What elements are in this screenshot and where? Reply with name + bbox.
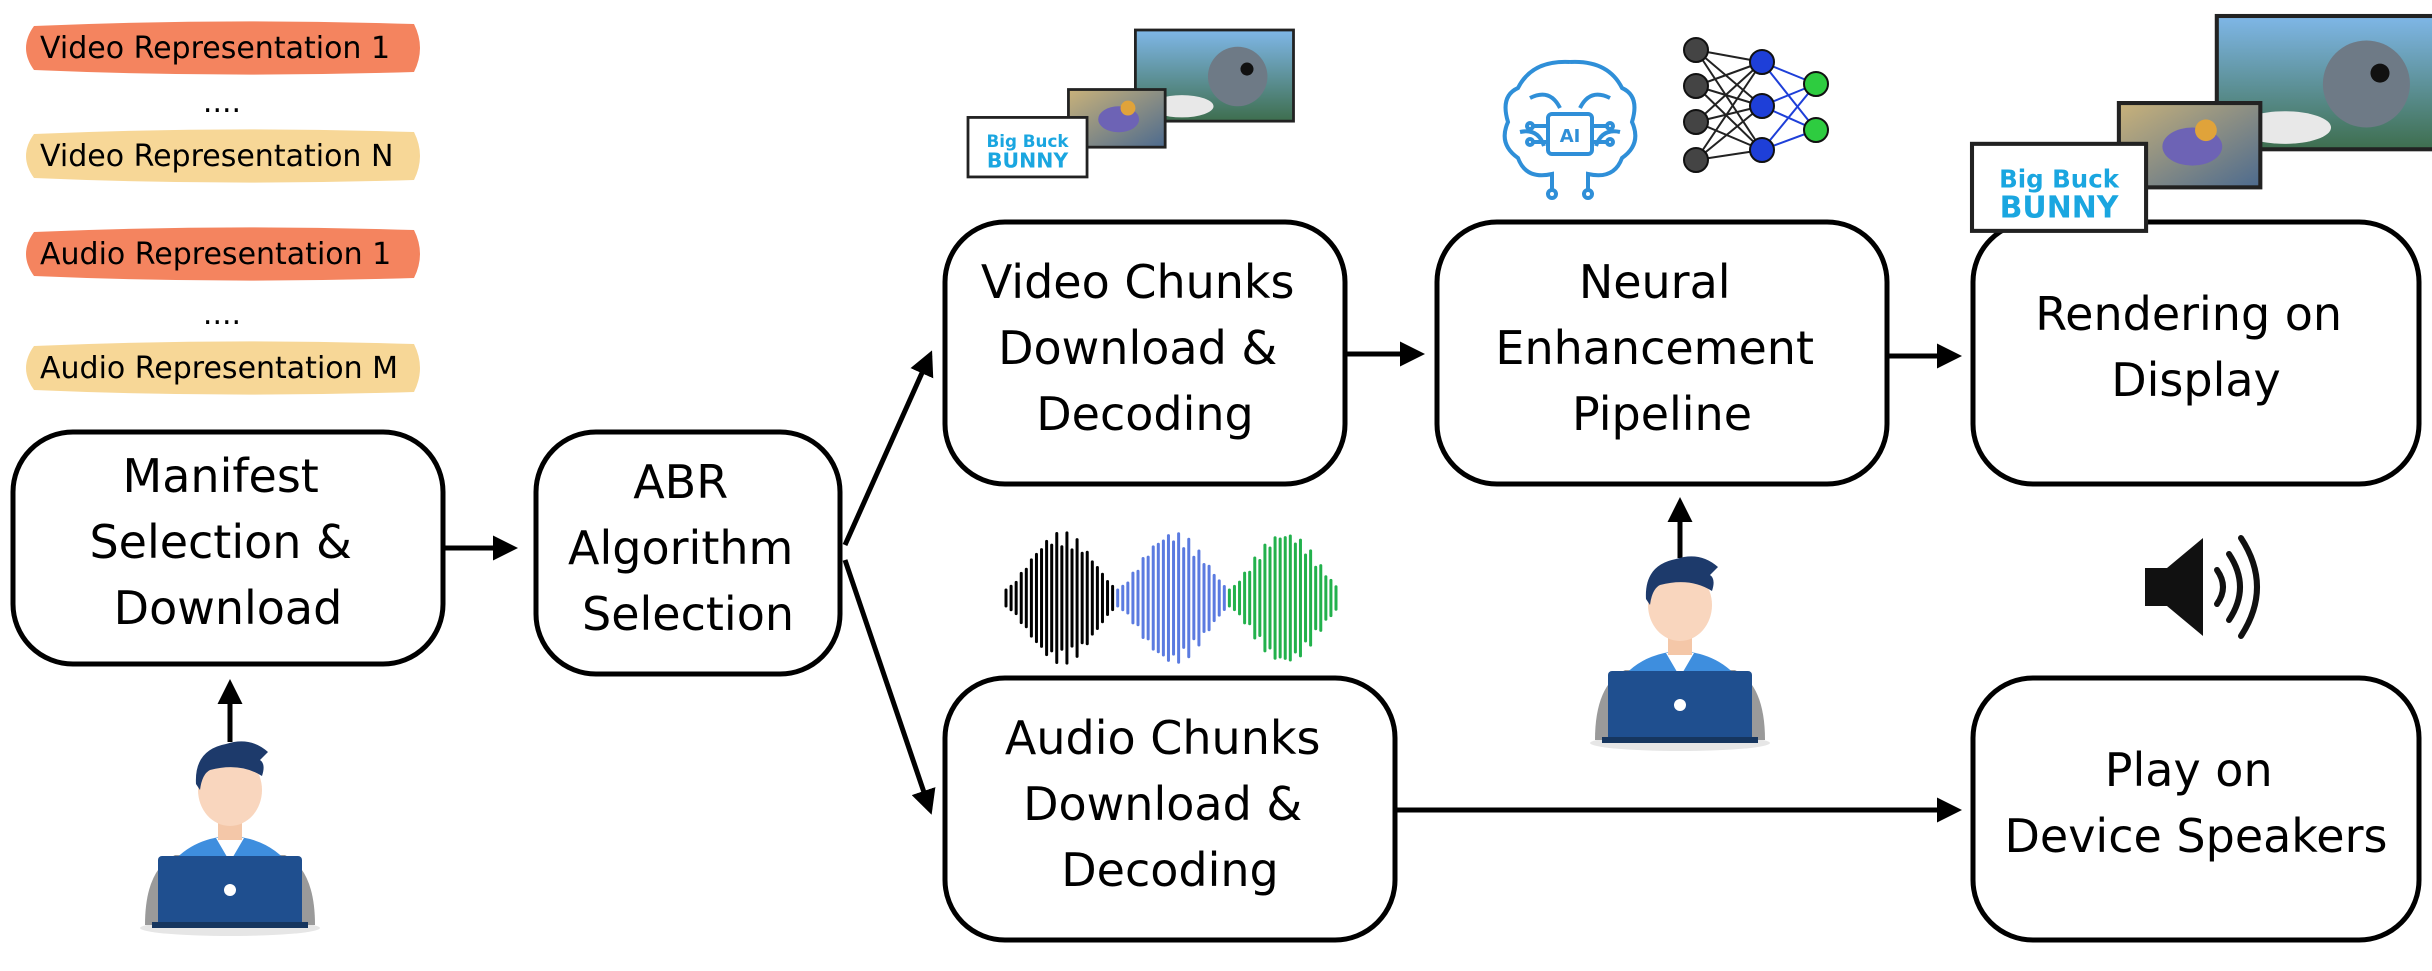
person-laptop-icon — [140, 741, 320, 936]
nn-node — [1803, 117, 1829, 143]
svg-text:....: .... — [203, 297, 241, 332]
svg-text:BUNNY: BUNNY — [2000, 190, 2119, 225]
neural-enhancement-box: Neural Enhancement Pipeline — [1434, 219, 1890, 487]
svg-text:Video Representation 1: Video Representation 1 — [40, 31, 390, 66]
nn-edge — [1695, 105, 1763, 161]
thumbnail-stack-icon: Big Buck BUNNY — [1972, 16, 2432, 231]
representation-ellipsis: .... — [203, 85, 241, 120]
thumbnail-stack-icon: Big Buck BUNNY — [966, 28, 1295, 179]
play-speakers-box: Play on Device Speakers — [1970, 675, 2422, 943]
abr-label: ABR Algorithm Selection — [568, 455, 808, 641]
svg-text:....: .... — [203, 85, 241, 120]
svg-text:BUNNY: BUNNY — [987, 149, 1069, 173]
manifest-label: Manifest Selection & Download — [89, 449, 366, 635]
nn-edge — [1695, 49, 1763, 107]
nn-node — [1683, 109, 1709, 135]
nn-node — [1749, 49, 1775, 75]
nn-node — [1749, 93, 1775, 119]
arrow-abr-to-video — [842, 350, 934, 547]
play-speakers-label: Play on Device Speakers — [2004, 743, 2387, 863]
nn-edge — [1761, 83, 1817, 151]
nn-edge — [1695, 85, 1763, 151]
representation-ellipsis: .... — [203, 297, 241, 332]
nn-node — [1683, 37, 1709, 63]
nn-edge — [1695, 61, 1763, 161]
nn-node — [1803, 71, 1829, 97]
rendering-box: Rendering on Display — [1970, 219, 2422, 487]
nn-edge — [1695, 61, 1763, 123]
representation-tag: Video Representation 1 — [26, 21, 420, 75]
video-chunks-label: Video Chunks Download & Decoding — [981, 255, 1309, 441]
audio-waveform-icon — [1004, 531, 1338, 665]
audio-chunks-box: Audio Chunks Download & Decoding — [942, 675, 1398, 943]
neural-enhancement-label: Neural Enhancement Pipeline — [1495, 255, 1828, 441]
nn-edge — [1695, 49, 1763, 151]
representation-list: Video Representation 1.... Video Represen… — [26, 21, 420, 395]
manifest-box: Manifest Selection & Download — [10, 429, 446, 667]
rendering-label: Rendering on Display — [2035, 287, 2356, 407]
nn-node — [1749, 137, 1775, 163]
ai-brain-icon: AI — [1502, 59, 1638, 200]
representation-tag: Audio Representation M — [26, 341, 420, 395]
audio-chunks-label: Audio Chunks Download & Decoding — [1005, 711, 1335, 897]
person-laptop-icon — [1590, 556, 1770, 751]
arrow-abr-to-audio — [842, 559, 936, 815]
video-chunks-box: Video Chunks Download & Decoding — [942, 219, 1348, 487]
speaker-icon — [2145, 535, 2260, 639]
svg-text:Audio Representation 1: Audio Representation 1 — [40, 237, 391, 272]
flow-arrows — [217, 341, 1962, 823]
nn-node — [1683, 147, 1709, 173]
svg-text:Video Representation N: Video Representation N — [40, 139, 393, 174]
svg-text:Audio Representation M: Audio Representation M — [40, 351, 398, 386]
svg-text:Big Buck: Big Buck — [1999, 164, 2120, 193]
nn-node — [1683, 73, 1709, 99]
neural-network-icon — [1683, 37, 1829, 173]
representation-tag: Audio Representation 1 — [26, 227, 420, 281]
abr-box: ABR Algorithm Selection — [533, 429, 843, 677]
representation-tag: Video Representation N — [26, 129, 420, 183]
svg-text:Big Buck: Big Buck — [987, 131, 1070, 151]
svg-text:AI: AI — [1560, 126, 1581, 147]
